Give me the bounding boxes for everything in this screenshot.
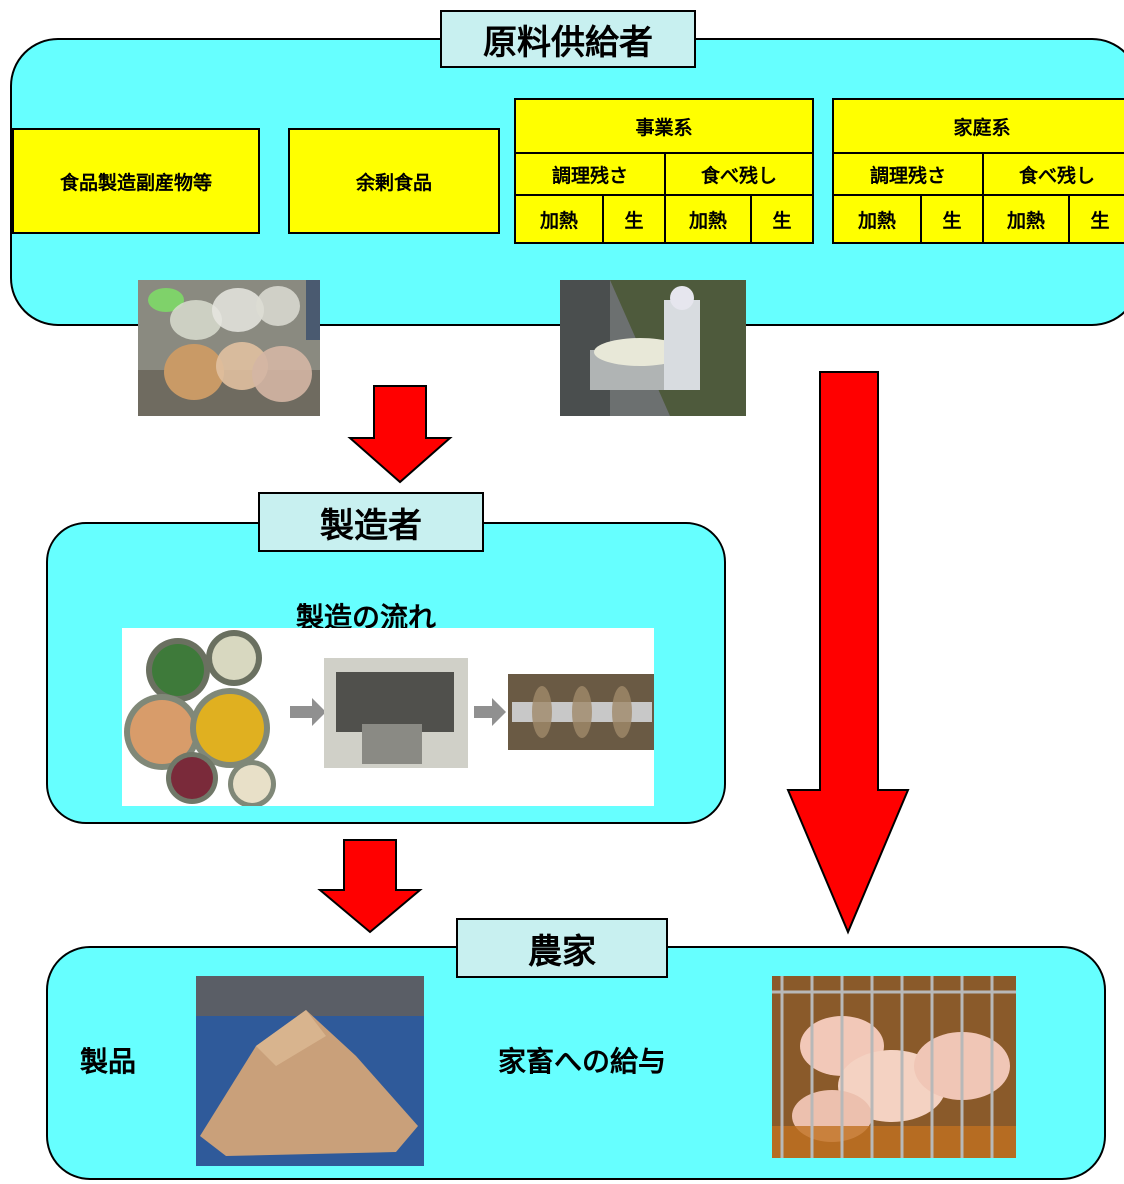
product-label: 製品 [80,1045,137,1078]
farmer-title: 農家 [456,918,668,978]
household-cooking-waste: 調理残さ [832,152,984,196]
food-waste-bags-photo [138,280,320,416]
business-leftovers: 食べ残し [664,152,814,196]
surplus-box: 余剰食品 [288,128,500,234]
household-leftovers: 食べ残し [982,152,1124,196]
worker-machine-photo [560,280,746,416]
business-header: 事業系 [514,98,814,154]
maker-title: 製造者 [258,492,484,552]
livestock-feeding-label: 家畜への給与 [498,1045,667,1078]
feed-product-photo [196,976,424,1166]
household-cell-heated-2: 加熱 [982,194,1070,244]
business-cell-heated-2: 加熱 [664,194,752,244]
business-cooking-waste: 調理残さ [514,152,666,196]
household-header: 家庭系 [832,98,1124,154]
supplier-title: 原料供給者 [440,10,696,68]
arrow-supplier-to-farmer [786,371,910,935]
byproducts-box: 食品製造副産物等 [12,128,260,234]
household-cell-raw-1: 生 [920,194,984,244]
household-cell-heated-1: 加熱 [832,194,922,244]
business-cell-heated-1: 加熱 [514,194,604,244]
pigs-feeding-photo [772,976,1016,1158]
arrow-supplier-to-maker [347,385,453,484]
manufacturing-flow-photo [122,628,654,806]
household-cell-raw-2: 生 [1068,194,1124,244]
arrow-maker-to-farmer [317,839,423,934]
business-cell-raw-1: 生 [602,194,666,244]
business-cell-raw-2: 生 [750,194,814,244]
